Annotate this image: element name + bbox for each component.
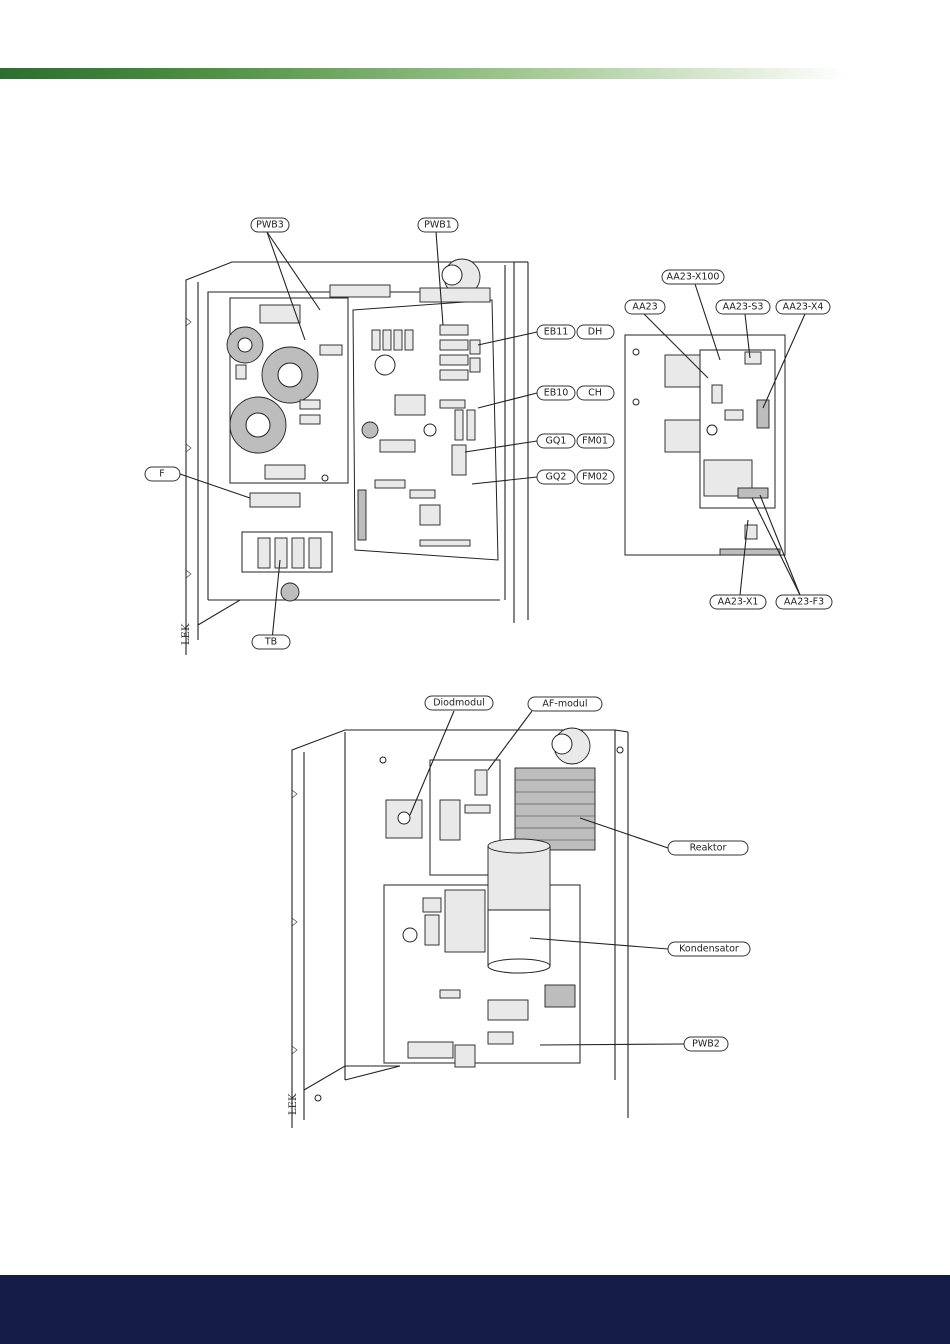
- label-diodmodul: Diodmodul: [425, 696, 493, 710]
- svg-text:Kondensator: Kondensator: [679, 944, 739, 955]
- kondensator: [488, 839, 550, 973]
- label-aa23: AA23: [625, 300, 665, 314]
- svg-text:PWB2: PWB2: [692, 1039, 720, 1050]
- label-eb10: EB10: [537, 386, 575, 400]
- figure2-aa23-panel: AA23-X100 AA23 AA23-S3 AA23-X4 AA23-X1 A…: [625, 270, 832, 609]
- svg-text:F: F: [159, 469, 164, 480]
- lek-brand-mark: LEK: [181, 623, 192, 645]
- label-tb: TB: [252, 635, 290, 649]
- label-aa23-s3: AA23-S3: [716, 300, 770, 314]
- svg-text:AA23-F3: AA23-F3: [784, 597, 824, 608]
- label-aa23-x4: AA23-X4: [776, 300, 830, 314]
- svg-text:GQ1: GQ1: [546, 436, 567, 447]
- reaktor: [515, 768, 595, 850]
- label-pwb3: PWB3: [251, 218, 289, 232]
- svg-text:GQ2: GQ2: [546, 472, 567, 483]
- label-ch: CH: [577, 386, 614, 400]
- svg-text:FM01: FM01: [582, 436, 608, 447]
- footer-bar: [0, 1275, 950, 1344]
- svg-text:FM02: FM02: [582, 472, 608, 483]
- figure3-inverter-box: LEK: [288, 696, 750, 1128]
- label-reaktor: Reaktor: [668, 841, 748, 855]
- svg-text:CH: CH: [588, 388, 602, 399]
- label-eb11: EB11: [537, 325, 575, 339]
- svg-text:EB10: EB10: [544, 388, 569, 399]
- svg-text:DH: DH: [588, 327, 602, 338]
- label-kondensator: Kondensator: [668, 942, 750, 956]
- label-pwb1: PWB1: [418, 218, 458, 232]
- svg-text:AA23-X1: AA23-X1: [718, 597, 759, 608]
- svg-text:PWB3: PWB3: [256, 220, 284, 231]
- label-aa23-x100: AA23-X100: [662, 270, 724, 284]
- fuse-f: [250, 493, 300, 507]
- label-af-modul: AF-modul: [528, 697, 602, 711]
- svg-text:PWB1: PWB1: [424, 220, 452, 231]
- svg-text:AA23-X4: AA23-X4: [783, 302, 824, 313]
- svg-text:AF-modul: AF-modul: [542, 699, 587, 710]
- svg-text:AA23-S3: AA23-S3: [723, 302, 764, 313]
- figure1-control-box: LEK: [145, 218, 614, 655]
- label-aa23-x1: AA23-X1: [710, 595, 766, 609]
- label-dh: DH: [577, 325, 614, 339]
- label-fm01: FM01: [577, 434, 614, 448]
- svg-text:AA23: AA23: [632, 302, 657, 313]
- svg-text:EB11: EB11: [544, 327, 569, 338]
- label-gq1: GQ1: [537, 434, 575, 448]
- label-fm02: FM02: [577, 470, 614, 484]
- label-f: F: [145, 467, 180, 481]
- label-gq2: GQ2: [537, 470, 575, 484]
- label-pwb2: PWB2: [684, 1037, 728, 1051]
- svg-text:AA23-X100: AA23-X100: [667, 272, 720, 283]
- svg-text:Diodmodul: Diodmodul: [433, 698, 485, 709]
- label-aa23-f3: AA23-F3: [776, 595, 832, 609]
- terminal-block-tb: [242, 532, 332, 601]
- lek-brand-mark-2: LEK: [288, 1093, 299, 1115]
- svg-text:Reaktor: Reaktor: [690, 843, 727, 854]
- svg-text:TB: TB: [264, 637, 277, 648]
